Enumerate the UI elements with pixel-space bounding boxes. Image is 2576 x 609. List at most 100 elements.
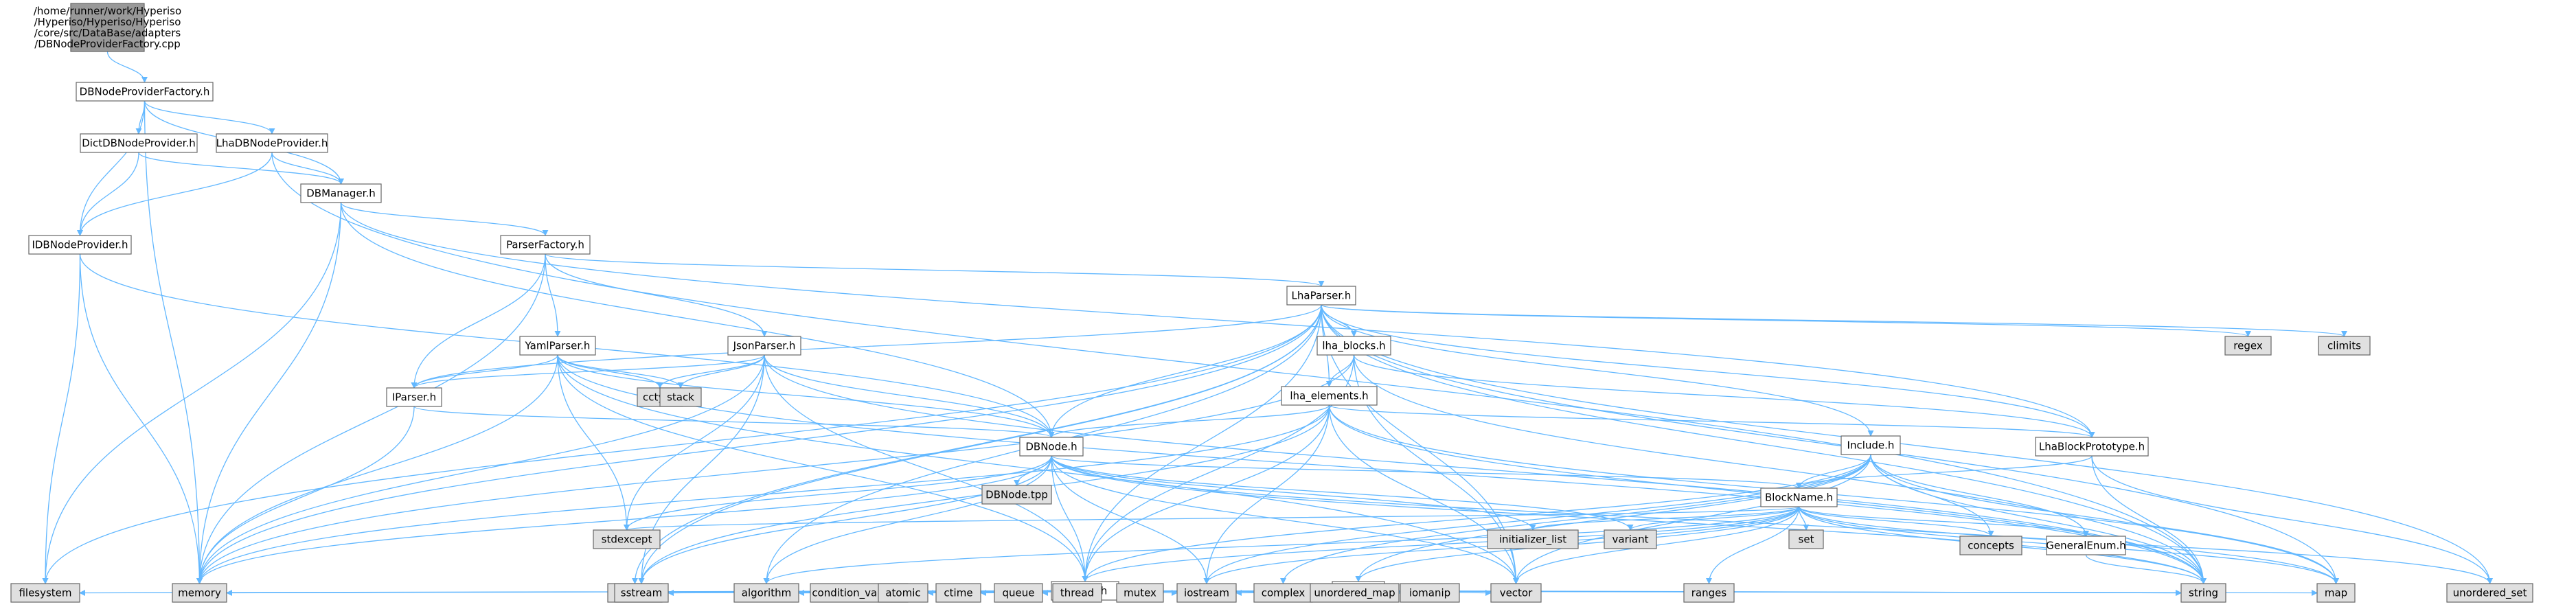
edge-JsonParser-to-stdexcept — [623, 354, 765, 531]
edge-DBNode-to-iostream — [1051, 455, 1210, 584]
node-label-ParserFactory: ParserFactory.h — [506, 239, 584, 251]
edge-ParserFactory-to-IParser — [411, 253, 546, 389]
node-BlockName[interactable]: BlockName.h — [1760, 487, 1838, 507]
edge-lha_elements-to-Logger — [1082, 404, 1330, 582]
node-root[interactable]: /home/runner/work/Hyperiso/Hyperiso/Hype… — [34, 3, 181, 52]
node-label-map: map — [2325, 587, 2347, 599]
node-label-unordered_set: unordered_set — [2453, 587, 2527, 600]
node-GeneralEnum[interactable]: GeneralEnum.h — [2046, 536, 2126, 555]
edge-DBNode-to-stdexcept — [624, 455, 1052, 531]
node-label-YamlParser: YamlParser.h — [525, 340, 591, 352]
node-label-mutex: mutex — [1124, 587, 1156, 599]
edge-BlockName-to-vector — [1513, 506, 1800, 584]
node-label-root: /core/src/DataBase/adapters — [34, 27, 181, 39]
node-box-DictDBNodeProvider — [80, 133, 198, 153]
node-IDBNodeProvider[interactable]: IDBNodeProvider.h — [28, 235, 132, 255]
node-label-root: /DBNodeProviderFactory.cpp — [34, 38, 181, 50]
edge-Include-to-GeneralEnum — [1870, 454, 2090, 537]
node-memory: memory — [172, 583, 227, 603]
node-label-set: set — [1799, 533, 1814, 546]
edge-root-to-DBNodeProviderFactory — [106, 51, 148, 83]
node-label-concepts: concepts — [1968, 540, 2014, 552]
edge-LhaParser-to-climits — [1321, 304, 2347, 337]
node-label-variant: variant — [1612, 533, 1649, 546]
node-box-regex — [2224, 336, 2272, 356]
node-label-climits: climits — [2327, 340, 2361, 352]
node-label-LhaBlockPrototype: LhaBlockPrototype.h — [2039, 441, 2145, 453]
node-YamlParser[interactable]: YamlParser.h — [519, 336, 596, 356]
node-Include[interactable]: Include.h — [1840, 435, 1901, 455]
edge-LhaDBNodeProvider-to-string — [271, 152, 2207, 584]
node-label-regex: regex — [2233, 340, 2263, 352]
node-DictDBNodeProvider[interactable]: DictDBNodeProvider.h — [80, 133, 198, 153]
node-box-DBNodeProviderFactory — [76, 82, 214, 102]
edge-IParser-to-memory — [196, 406, 415, 584]
edge-LhaParser-to-Include — [1321, 304, 1874, 437]
node-ranges: ranges — [1683, 583, 1735, 603]
node-lha_blocks[interactable]: lha_blocks.h — [1317, 336, 1391, 356]
node-label-ctime: ctime — [944, 587, 972, 599]
node-LhaDBNodeProvider[interactable]: LhaDBNodeProvider.h — [216, 133, 328, 153]
node-label-DBNode: DBNode.h — [1025, 441, 1077, 453]
node-lha_elements[interactable]: lha_elements.h — [1281, 386, 1378, 406]
node-box-ctime — [935, 583, 981, 603]
node-queue: queue — [994, 583, 1043, 603]
node-LhaBlockPrototype[interactable]: LhaBlockPrototype.h — [2035, 437, 2149, 457]
node-variant: variant — [1604, 529, 1657, 549]
edge-YamlParser-to-IParser — [411, 354, 558, 389]
node-box-ranges — [1683, 583, 1735, 603]
node-DBNode[interactable]: DBNode.h — [1019, 437, 1084, 457]
edge-BlockName-to-unordered_set — [1798, 506, 2493, 584]
node-DBNodeProviderFactory[interactable]: DBNodeProviderFactory.h — [76, 82, 214, 102]
node-label-LhaParser: LhaParser.h — [1292, 290, 1352, 302]
node-box-memory — [172, 583, 227, 603]
node-box-string — [2180, 583, 2226, 603]
node-filesystem: filesystem — [10, 583, 80, 603]
node-label-queue: queue — [1003, 587, 1035, 599]
edge-IDBNodeProvider-to-memory — [79, 253, 203, 584]
node-box-stack — [659, 387, 702, 407]
node-initializer_list: initializer_list — [1487, 529, 1579, 549]
node-box-GeneralEnum — [2046, 536, 2126, 555]
node-ParserFactory[interactable]: ParserFactory.h — [500, 235, 591, 255]
edge-JsonParser-to-stack — [677, 354, 765, 389]
node-map: map — [2316, 583, 2356, 603]
edge-DBNodeProviderFactory-to-memory — [144, 100, 203, 584]
edge-LhaDBNodeProvider-to-IDBNodeProvider — [76, 152, 273, 236]
node-box-IParser — [386, 387, 442, 407]
edge-BlockName-to-initializer_list — [1529, 506, 1800, 531]
node-DBManager[interactable]: DBManager.h — [300, 183, 382, 203]
node-IParser[interactable]: IParser.h — [386, 387, 442, 407]
node-box-climits — [2318, 336, 2371, 356]
edge-DBManager-to-filesystem — [42, 202, 342, 584]
node-unordered_set: unordered_set — [2446, 583, 2533, 603]
edge-lha_blocks-to-LhaBlockPrototype — [1353, 354, 2095, 438]
node-box-LhaParser — [1286, 286, 1356, 306]
edge-Include-to-iostream — [1203, 454, 1871, 584]
node-JsonParser[interactable]: JsonParser.h — [727, 336, 801, 356]
node-label-DBNodeProviderFactory: DBNodeProviderFactory.h — [80, 86, 210, 98]
node-label-IDBNodeProvider: IDBNodeProvider.h — [32, 239, 128, 251]
node-unordered_map: unordered_map — [1310, 583, 1400, 603]
edge-DBNode-to-vector — [1051, 455, 1519, 584]
node-LhaParser[interactable]: LhaParser.h — [1286, 286, 1356, 306]
edge-JsonParser-to-DBNode — [764, 354, 1055, 438]
node-box-iomanip — [1400, 583, 1460, 603]
edge-LhaParser-to-memory — [196, 304, 1322, 584]
node-box-initializer_list — [1487, 529, 1579, 549]
node-label-sstream: sstream — [621, 587, 662, 599]
node-label-stdexcept: stdexcept — [602, 533, 652, 546]
node-box-filesystem — [10, 583, 80, 603]
node-label-IParser: IParser.h — [392, 391, 436, 404]
node-box-lha_blocks — [1317, 336, 1391, 356]
node-label-root: /home/runner/work/Hyperiso — [34, 5, 181, 17]
node-box-DBNode_tpp — [981, 485, 1052, 505]
edge-JsonParser-to-memory — [196, 354, 765, 584]
edge-LhaParser-to-filesystem — [42, 304, 1322, 584]
edge-DBNodeProviderFactory-to-LhaDBNodeProvider — [144, 100, 275, 135]
node-label-unordered_map: unordered_map — [1314, 587, 1395, 600]
node-box-LhaBlockPrototype — [2035, 437, 2149, 457]
node-label-lha_blocks: lha_blocks.h — [1322, 340, 1385, 353]
edge-IParser-to-DBNode — [413, 406, 1055, 438]
node-layer: /home/runner/work/Hyperiso/Hyperiso/Hype… — [10, 3, 2533, 603]
